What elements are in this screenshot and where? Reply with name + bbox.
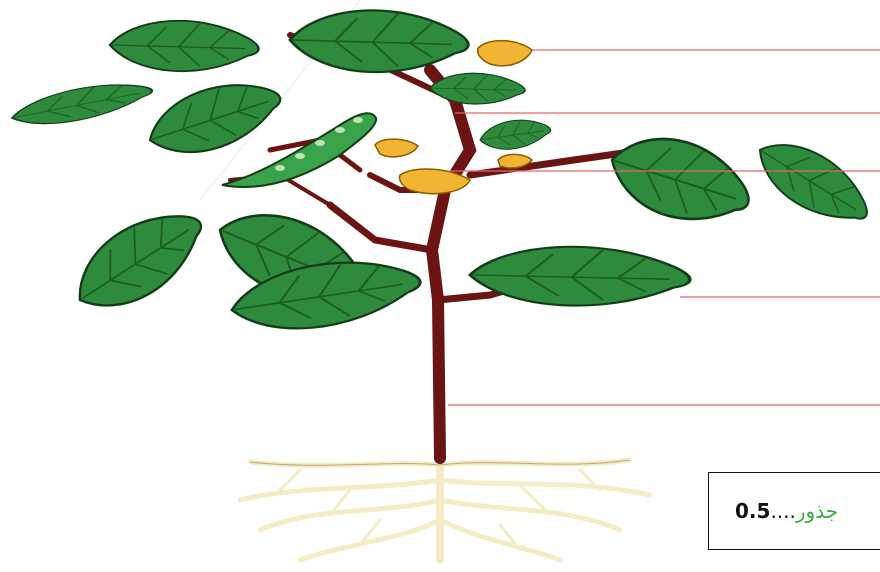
leaf-top-left	[110, 21, 259, 71]
leaf-right-mid	[470, 247, 690, 306]
flower-small-1	[375, 139, 418, 157]
leaf-small-top	[430, 73, 525, 104]
flower-top	[478, 41, 532, 66]
leaf-top-center	[290, 10, 468, 72]
answer-dots: ....	[770, 499, 795, 523]
root-system	[240, 455, 650, 560]
leaf-far-left	[9, 74, 155, 134]
leaf-right-upper	[602, 125, 759, 235]
leaf-small-mid	[478, 114, 553, 154]
answer-word: جذور	[796, 499, 838, 523]
answer-box-roots: 0.5....جذور	[708, 472, 880, 550]
leaf-lower-left	[61, 192, 216, 329]
label-lines	[448, 50, 880, 405]
leaf-mid-left	[140, 67, 289, 169]
leaf-far-right	[746, 128, 880, 236]
answer-score: 0.5	[735, 499, 770, 523]
